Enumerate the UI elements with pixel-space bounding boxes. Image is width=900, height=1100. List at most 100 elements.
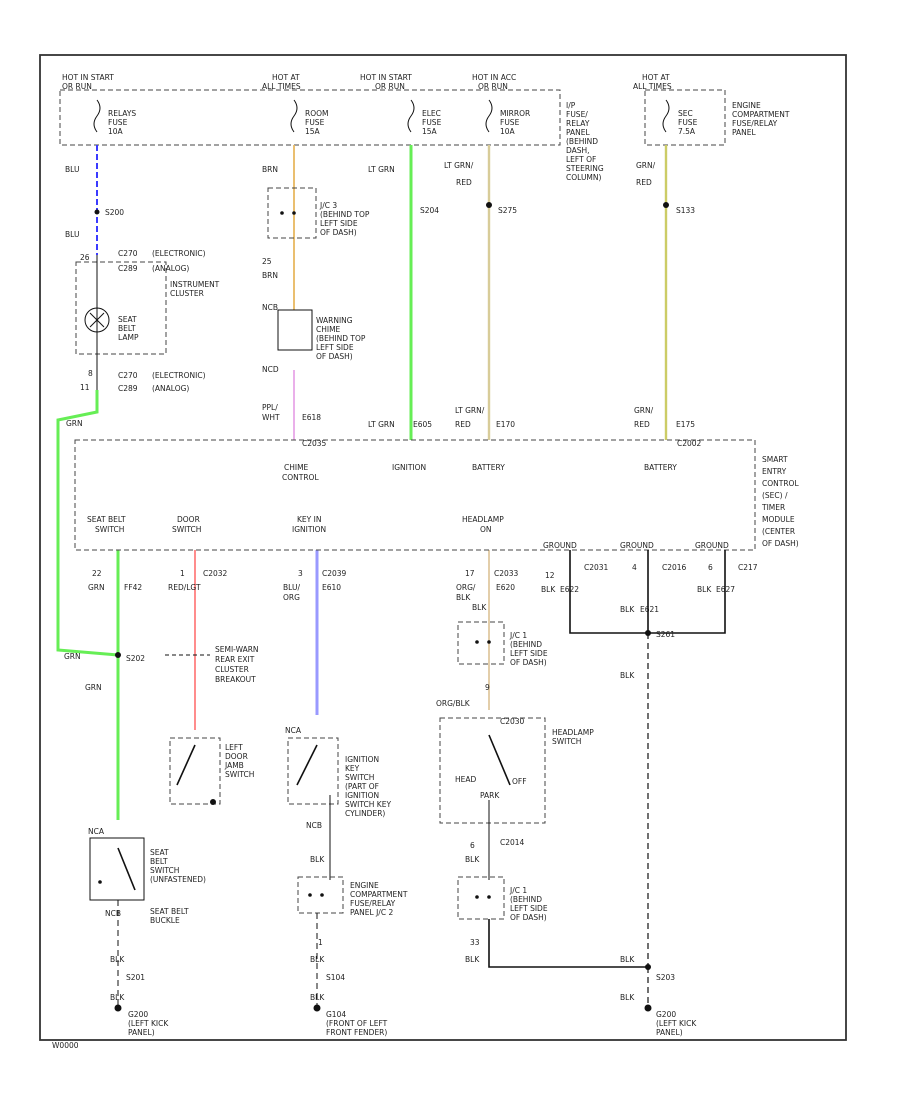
wire-label-lt-grn-red-1b: RED (456, 178, 472, 187)
connector-c270b: C270 (118, 371, 138, 380)
fuse-relays-label-2: FUSE (108, 118, 128, 127)
circuit-e170: E170 (496, 420, 515, 429)
pin-ground-1: GROUND (620, 541, 654, 550)
circuit-12: 12 (545, 571, 555, 580)
splice-label-s133: S133 (676, 206, 695, 215)
circuit-nca-sb: NCA (88, 827, 105, 836)
circuit-9: 9 (485, 683, 490, 692)
splice-label-s200: S200 (105, 208, 124, 217)
smart-label-4: TIMER (761, 503, 785, 512)
wires: BLU BLU S200 BRN BRN LT GRN S204 S275 LT… (56, 145, 695, 820)
door-jamb-label-3: SWITCH (225, 770, 254, 779)
sb-buckle-label-1: BUCKLE (150, 916, 180, 925)
wire-label-red-lgt: RED/LGT (168, 583, 201, 592)
headlamp-head: HEAD (455, 775, 477, 784)
wire-label-blk-2: BLK (620, 605, 635, 614)
engine-jc2: ENGINE COMPARTMENT FUSE/RELAY PANEL J/C … (297, 876, 408, 1037)
splice-s133-dot (663, 202, 669, 208)
label-hot-all-times-2: HOT AT (642, 73, 670, 82)
wire-label-grn-red-2b: RED (634, 420, 650, 429)
door-switch-ground-dot (210, 799, 216, 805)
lamp-label-1: BELT (118, 324, 136, 333)
ground-mid-1: (FRONT OF LEFT (326, 1019, 388, 1028)
jc3-pin-b (292, 211, 296, 215)
pin-headlamp-1: ON (480, 525, 492, 534)
jc3-box (267, 187, 317, 239)
engine-jc2-pin-b (320, 893, 324, 897)
jc3-label-3: OF DASH) (320, 228, 357, 237)
smart-label-1: ENTRY (762, 467, 787, 476)
engine-jc2-label-1: COMPARTMENT (350, 890, 408, 899)
engine-jc2-label-0: ENGINE (350, 881, 379, 890)
jc3-label-1: (BEHIND TOP (320, 210, 370, 219)
jc1a-pin-b (487, 640, 491, 644)
engine-panel-label-3: PANEL (732, 128, 757, 137)
jc1a-label-1: (BEHIND (510, 640, 542, 649)
semi-warn-label-1: REAR EXIT (215, 655, 255, 664)
jc1a-label-3: OF DASH) (510, 658, 547, 667)
jc1b-label-3: OF DASH) (510, 913, 547, 922)
ground-g104-dot (313, 1004, 321, 1012)
circuit-e621: E621 (640, 605, 659, 614)
module-ignition-label: IGNITION (392, 463, 426, 472)
jc1a-box (457, 621, 505, 665)
ground-mid-0: G104 (326, 1010, 346, 1019)
chime-label-4: OF DASH) (316, 352, 353, 361)
connector-c2030: C2030 (500, 717, 525, 726)
ground-bus: S261 BLK (569, 550, 726, 965)
ip-fuse-panel: HOT IN START OR RUN HOT AT ALL TIMES HOT… (59, 73, 790, 182)
instrument-label-2: INSTRUMENT (170, 280, 220, 289)
left-door-jamb-switch: LEFT DOOR JAMB SWITCH (169, 737, 254, 805)
fuse-relays-label-3: 10A (108, 127, 124, 136)
circuit-c2002: C2002 (677, 439, 702, 448)
wire-label-blk-3b: BLK (110, 993, 125, 1002)
circuit-e610: E610 (322, 583, 341, 592)
door-jamb-box (169, 737, 221, 805)
ip-panel-label-6: LEFT OF (566, 155, 596, 164)
fuse-sec-label-3: 7.5A (678, 127, 696, 136)
connector-c217: C217 (738, 563, 758, 572)
wire-label-blk-13: BLK (110, 955, 125, 964)
fuse-sec-label-1: SEC (678, 109, 693, 118)
circuit-nca-key: NCA (285, 726, 302, 735)
circuit-e605: E605 (413, 420, 432, 429)
instrument-b-label-0: (ELECTRONIC) (152, 371, 206, 380)
circuit-ncb-sb: NCB (105, 909, 121, 918)
headlamp-label-0: HEADLAMP (552, 728, 594, 737)
ip-fuse-panel-box (59, 89, 561, 146)
sb-switch-label-1: BELT (150, 857, 168, 866)
wire-label-ppl-wht-a: PPL/ (262, 403, 278, 412)
semi-warn-label-0: SEMI-WARN (215, 645, 259, 654)
ip-panel-label-1: FUSE/ (566, 110, 588, 119)
circuit-ff42: FF42 (124, 583, 142, 592)
wire-label-blu-org-a: BLU/ (283, 583, 300, 592)
label-hot-start-run-1b: OR RUN (62, 82, 92, 91)
chime-label-2: (BEHIND TOP (316, 334, 366, 343)
ground-left-1: (LEFT KICK (128, 1019, 169, 1028)
circuit-17: 17 (465, 569, 475, 578)
door-jamb-label-0: LEFT (225, 743, 243, 752)
ground-right-0: G200 (656, 1010, 676, 1019)
connector-c2039: C2039 (322, 569, 347, 578)
circuit-ncb-key: NCB (306, 821, 322, 830)
jc1b-pin-a (475, 895, 479, 899)
label-hot-all-times-2b: ALL TIMES (633, 82, 672, 91)
smart-label-6: (CENTER (762, 527, 795, 536)
jc3-label-0: J/C 3 (319, 201, 337, 210)
ground-right-dot (644, 1004, 652, 1012)
fuse-room-label-1: ROOM (305, 109, 329, 118)
instrument-cluster: 26 C270 C289 (ELECTRONIC) (ANALOG) INSTR… (75, 249, 220, 393)
module-box (74, 439, 756, 551)
key-switch-label-4: IGNITION (345, 791, 379, 800)
wire-label-blk-1: BLK (541, 585, 556, 594)
smart-label-2: CONTROL (762, 479, 799, 488)
semi-warn-label-2: CLUSTER (215, 665, 249, 674)
wire-label-lt-grn-red-2b: RED (455, 420, 471, 429)
circuit-8: 8 (88, 369, 93, 378)
wire-label-blu-1: BLU (65, 165, 79, 174)
jc1b-label-2: LEFT SIDE (510, 904, 548, 913)
wire-label-blk-9: BLK (465, 855, 480, 864)
headlamp-switch: HEADLAMP SWITCH HEAD PARK OFF C2014 6 BL… (439, 717, 594, 880)
pin-door-1: SWITCH (172, 525, 201, 534)
lamp-label-0: SEAT (118, 315, 137, 324)
